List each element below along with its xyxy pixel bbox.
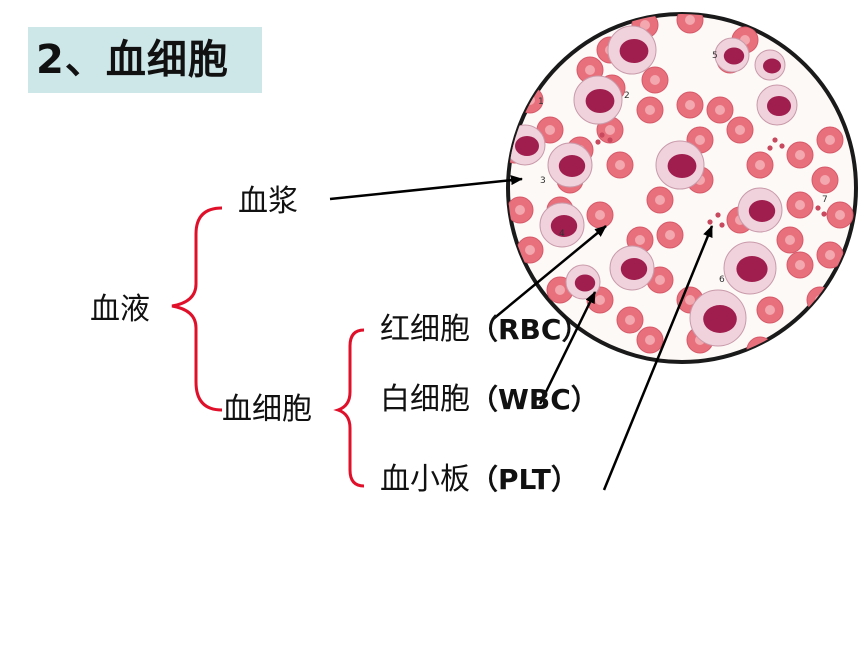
red-blood-cell-center <box>525 245 535 255</box>
plt-abbr: （PLT） <box>470 463 579 496</box>
red-blood-cell-center <box>820 175 830 185</box>
white-blood-cell-nucleus <box>619 39 649 63</box>
red-blood-cell-center <box>570 25 580 35</box>
red-blood-cell <box>561 16 589 44</box>
white-blood-cell-nucleus <box>620 258 648 280</box>
red-blood-cell-center <box>655 275 665 285</box>
smear-number-label: 6 <box>719 275 725 285</box>
plasma-arrow <box>329 175 523 201</box>
wbc-abbr: （WBC） <box>470 383 599 416</box>
smear-number-label: 1 <box>538 97 544 107</box>
blood-smear-image: 1 2 3 4 5 6 7 <box>506 12 858 364</box>
red-blood-cell-center <box>635 235 645 245</box>
platelet <box>821 211 827 217</box>
red-blood-cell-center <box>765 305 775 315</box>
red-blood-cell-center <box>805 325 815 335</box>
title-background <box>28 27 262 93</box>
white-blood-cell-nucleus <box>574 274 596 292</box>
smear-number-label: 2 <box>624 91 630 101</box>
white-blood-cell-nucleus <box>723 47 745 65</box>
red-blood-cell <box>526 31 554 59</box>
white-blood-cell-nucleus <box>667 154 697 178</box>
smear-number-label: 4 <box>559 229 565 239</box>
red-blood-cell-center <box>665 230 675 240</box>
red-blood-cell <box>786 26 814 54</box>
platelet <box>815 205 821 211</box>
platelet <box>719 222 725 228</box>
red-blood-cell-center <box>595 295 605 305</box>
white-blood-cell-nucleus <box>515 136 539 156</box>
red-blood-cell-center <box>515 205 525 215</box>
cells-brace <box>333 328 365 488</box>
red-blood-cell <box>796 316 824 344</box>
rbc-name: 红细胞 <box>380 312 470 347</box>
platelet <box>607 137 613 143</box>
platelet <box>779 143 785 149</box>
rbc-arrow <box>491 225 607 321</box>
red-blood-cell-center <box>615 160 625 170</box>
white-blood-cell-nucleus <box>550 215 578 237</box>
white-blood-cell-nucleus <box>703 305 737 333</box>
page-title: 2、血细胞 <box>36 37 229 83</box>
red-blood-cell-center <box>795 260 805 270</box>
smear-number-label: 3 <box>540 176 546 186</box>
platelet <box>595 139 601 145</box>
wbc-label: 白细胞（WBC） <box>380 382 599 418</box>
plt-name: 血小板 <box>380 462 470 497</box>
smear-number-label: 5 <box>712 51 718 61</box>
red-blood-cell-center <box>825 250 835 260</box>
red-blood-cell-center <box>795 150 805 160</box>
red-blood-cell-center <box>715 105 725 115</box>
red-blood-cell-center <box>825 135 835 145</box>
root-label-blood: 血液 <box>90 292 150 327</box>
white-blood-cell-nucleus <box>767 96 791 116</box>
wbc-arrow <box>538 291 597 405</box>
plasma-label: 血浆 <box>238 184 298 219</box>
wbc-name: 白细胞 <box>380 382 470 417</box>
white-blood-cell-nucleus <box>736 256 768 282</box>
white-blood-cell-nucleus <box>585 89 615 113</box>
blood-cells-label: 血细胞 <box>222 392 312 427</box>
plt-label: 血小板（PLT） <box>380 462 579 498</box>
smear-number-label: 7 <box>822 195 828 205</box>
plt-arrow <box>602 225 714 491</box>
platelet <box>599 132 605 138</box>
red-blood-cell-center <box>695 135 705 145</box>
red-blood-cell-center <box>685 100 695 110</box>
white-blood-cell-nucleus <box>763 58 781 74</box>
red-blood-cell-center <box>655 195 665 205</box>
red-blood-cell-center <box>605 125 615 135</box>
red-blood-cell-center <box>650 75 660 85</box>
rbc-abbr: （RBC） <box>470 313 590 346</box>
main-brace <box>171 206 223 412</box>
rbc-label: 红细胞（RBC） <box>380 312 589 348</box>
red-blood-cell-center <box>535 40 545 50</box>
platelet <box>772 137 778 143</box>
red-blood-cell-center <box>595 210 605 220</box>
red-blood-cell-center <box>585 65 595 75</box>
red-blood-cell <box>806 286 834 314</box>
platelet <box>767 145 773 151</box>
platelet <box>707 219 713 225</box>
red-blood-cell-center <box>755 160 765 170</box>
red-blood-cell-center <box>555 285 565 295</box>
red-blood-cell-center <box>625 315 635 325</box>
red-blood-cell-center <box>545 125 555 135</box>
red-blood-cell-center <box>835 210 845 220</box>
red-blood-cell-center <box>795 200 805 210</box>
white-blood-cell-nucleus <box>558 155 586 177</box>
red-blood-cell-center <box>640 20 650 30</box>
red-blood-cell-center <box>685 295 695 305</box>
platelet <box>715 212 721 218</box>
red-blood-cell-center <box>685 15 695 25</box>
red-blood-cell-center <box>645 335 655 345</box>
red-blood-cell-center <box>795 35 805 45</box>
red-blood-cell-center <box>645 105 655 115</box>
red-blood-cell-center <box>785 235 795 245</box>
red-blood-cell-center <box>735 125 745 135</box>
white-blood-cell-nucleus <box>748 200 776 222</box>
